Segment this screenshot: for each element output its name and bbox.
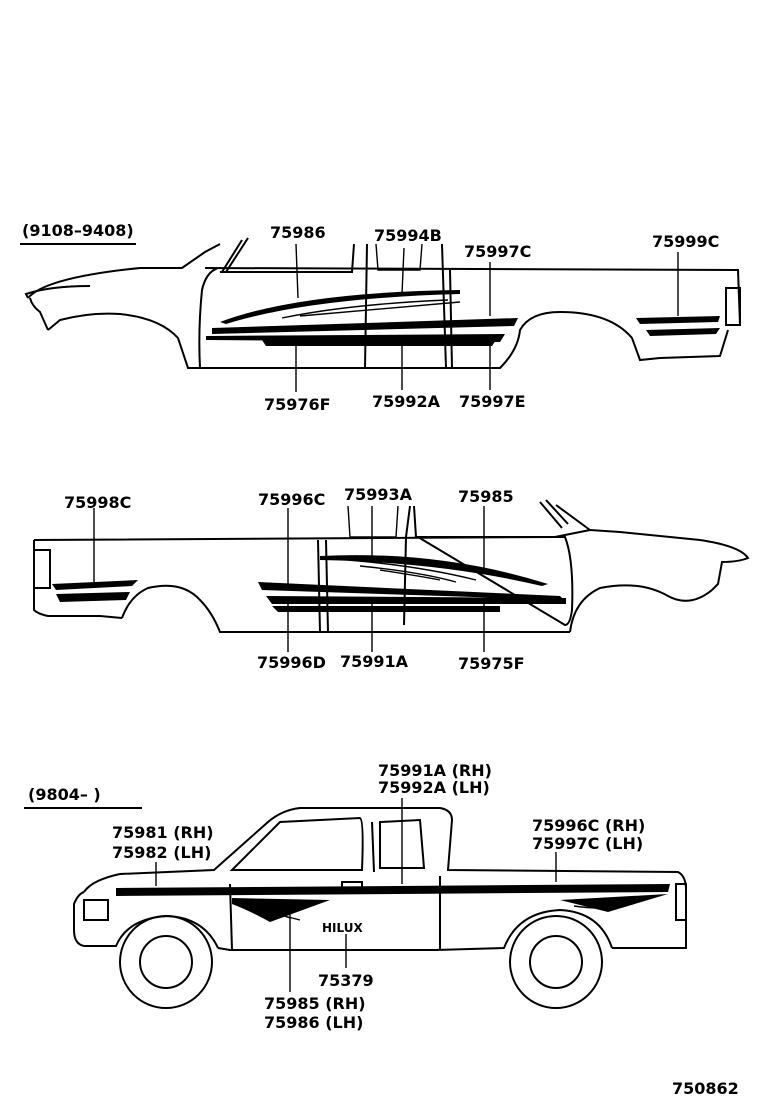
part-label-75981-rh: 75981 (RH)	[112, 823, 214, 842]
section-2-tail-light	[33, 549, 51, 589]
section-1-sill-stripe	[262, 340, 496, 346]
part-label-75997c: 75997C	[464, 242, 531, 261]
section-1-door-outline	[198, 237, 368, 369]
section-3-rear-rim	[529, 935, 583, 989]
section-3-front-tire	[119, 915, 213, 1009]
section-2-upper-stripe	[320, 555, 548, 586]
part-label-75986-lh: 75986 (LH)	[264, 1013, 363, 1032]
section-1-stripe-swoosh	[269, 295, 461, 319]
part-label-75996d: 75996D	[257, 653, 326, 672]
part-label-75993a: 75993A	[344, 485, 413, 504]
section-3-rear-tire	[509, 915, 603, 1009]
part-label-75996c-rh: 75996C (RH)	[532, 816, 645, 835]
section-1-body-outline	[27, 243, 741, 369]
section-2-left-side-body: 75998C 75996C 75993A 75985 75996D 75991A…	[33, 485, 750, 673]
section-2-leaders	[93, 506, 485, 652]
part-label-75982-lh: 75982 (LH)	[112, 843, 211, 862]
part-label-75999c: 75999C	[652, 232, 719, 251]
section-2-body-outline	[33, 528, 750, 633]
section-3-swoosh-lines	[239, 903, 627, 921]
section-1-date-range: (9108–9408)	[22, 221, 134, 240]
section-3-front-rim	[139, 935, 193, 989]
section-1-rear-stripe	[636, 316, 720, 336]
part-label-75998c: 75998C	[64, 493, 131, 512]
part-label-75997e: 75997E	[459, 392, 526, 411]
part-label-75985-rh: 75985 (RH)	[264, 994, 366, 1013]
section-1-upper-stripe	[220, 290, 460, 324]
part-label-75992a-lh: 75992A (LH)	[378, 778, 490, 797]
part-label-75994b: 75994B	[374, 226, 442, 245]
section-3-leaders	[155, 798, 557, 992]
part-label-75986: 75986	[270, 223, 326, 242]
section-3-tail-light	[675, 883, 687, 921]
section-3-swoosh-rear	[560, 894, 668, 912]
section-1-tail-light	[725, 287, 741, 326]
section-2-rear-window	[347, 505, 399, 538]
section-1-leaders	[295, 243, 679, 392]
part-label-75379: 75379	[318, 971, 374, 990]
section-3-full-truck: (9804– ) HILUX 75991A (RH) 75992A (LH) 7…	[24, 761, 687, 1032]
section-3-date-range: (9804– )	[28, 785, 101, 804]
section-3-truck-body	[73, 807, 687, 951]
section-1-pillar	[441, 243, 453, 369]
part-label-75997c-lh: 75997C (LH)	[532, 834, 643, 853]
part-label-75996c: 75996C	[258, 490, 325, 509]
section-2-lower-stripe	[266, 596, 566, 604]
part-label-75976f: 75976F	[264, 395, 331, 414]
section-2-door-outline	[403, 499, 591, 627]
figure-number: 750862	[672, 1079, 739, 1098]
section-2-stripe-swoosh	[347, 559, 477, 583]
section-1-mid-stripe	[212, 318, 518, 334]
part-label-75985: 75985	[458, 487, 514, 506]
section-2-sill-stripe	[272, 606, 500, 612]
section-1-front-fender	[24, 285, 91, 299]
section-2-rear-stripe	[52, 580, 138, 602]
section-3-cab-windows	[229, 816, 426, 873]
part-label-75992a: 75992A	[372, 392, 441, 411]
hilux-emblem: HILUX	[322, 921, 363, 935]
section-3-door-handle	[341, 881, 363, 891]
part-label-75975f: 75975F	[458, 654, 525, 673]
section-3-swoosh-front	[232, 898, 330, 922]
section-2-mid-stripe	[258, 582, 564, 600]
section-1-right-side-body: (9108–9408) 75986 75994B 75997C 75999C 7…	[20, 221, 741, 414]
part-label-75991a-rh: 75991A (RH)	[378, 761, 492, 780]
section-1-rear-window	[375, 243, 423, 271]
section-3-upper-stripe	[116, 884, 670, 896]
section-3-headlight	[83, 899, 109, 921]
part-label-75991a: 75991A	[340, 652, 409, 671]
